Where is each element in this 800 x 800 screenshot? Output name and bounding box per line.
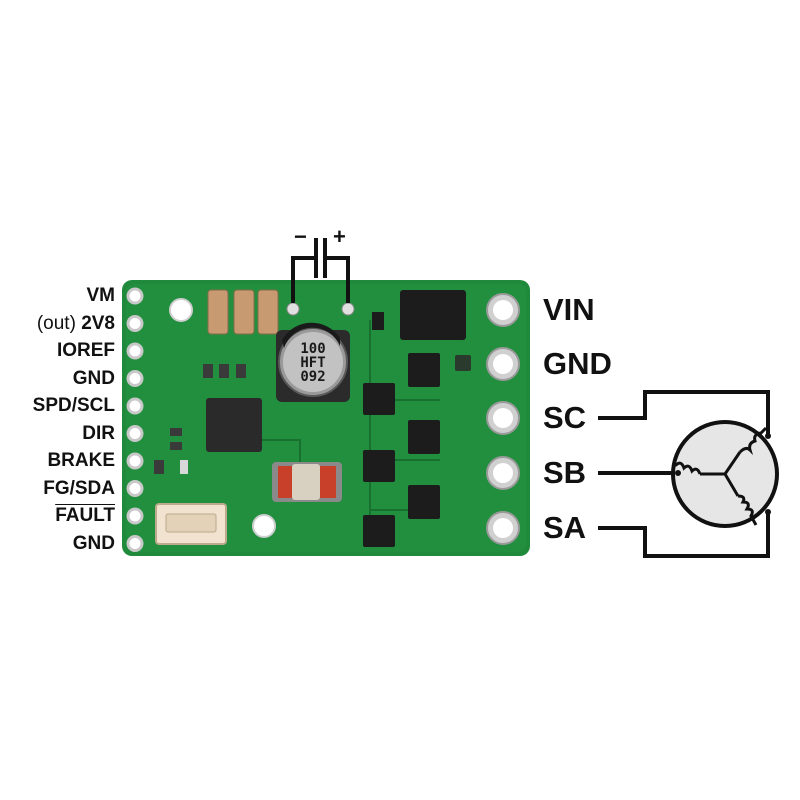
pin-label: GND	[73, 368, 115, 390]
pin-label: DIR	[82, 423, 115, 445]
pin-hole	[126, 397, 144, 415]
mounting-hole	[169, 298, 193, 322]
mosfet-ic	[363, 515, 395, 547]
plus-symbol: +	[333, 224, 346, 249]
jst-connector-slot	[165, 513, 217, 533]
pin-label-text: GND	[72, 532, 115, 554]
pin-label-text: SPD/SCL	[32, 395, 115, 416]
terminal-hole	[493, 354, 513, 374]
pin-hole	[126, 370, 144, 387]
pin-label-text: DIR	[82, 422, 115, 444]
pin-label: BRAKE	[47, 450, 115, 472]
regulator-ic	[400, 290, 466, 340]
pin-label-text: GND	[72, 367, 115, 389]
pin-hole	[126, 452, 144, 470]
motor-terminal-dots	[675, 433, 771, 515]
led-component	[455, 355, 471, 371]
pin-hole	[126, 287, 144, 305]
capacitor-polarity-band	[282, 322, 340, 348]
capacitor-top	[283, 332, 343, 392]
pin-label: VM	[87, 285, 116, 307]
minus-symbol: −	[294, 224, 307, 249]
terminal-label: GND	[543, 346, 612, 381]
pin-label-text: IOREF	[56, 340, 115, 361]
terminal-hole	[493, 463, 513, 483]
pin-label: (out) 2V8	[37, 313, 115, 335]
pin-label: SPD/SCL	[33, 395, 115, 417]
terminal-label: SC	[543, 400, 587, 435]
pin-hole	[126, 480, 144, 497]
ceramic-capacitor	[233, 289, 255, 335]
pin-hole	[126, 342, 144, 360]
inductor-winding	[278, 466, 292, 498]
capacitor-marking-line-2: HFT	[300, 355, 326, 371]
pin-hole	[126, 507, 144, 525]
mosfet-ic	[408, 485, 440, 519]
terminal-label: SB	[543, 455, 587, 490]
right-terminal-pads	[486, 293, 520, 545]
capacitor-marking-line-1: 100	[300, 341, 326, 357]
ceramic-capacitor	[257, 289, 279, 335]
capacitor-symbol	[291, 238, 350, 303]
pin-label: GND	[73, 533, 115, 555]
capacitor-pad-plus	[341, 302, 355, 316]
pin-hole	[126, 425, 144, 442]
pin-label-text: FG/SDA	[43, 477, 115, 499]
pin-hole	[126, 315, 144, 332]
terminal-label: VIN	[543, 292, 595, 327]
motor-wiring	[598, 390, 770, 558]
pin-label-text: BRAKE	[47, 450, 115, 471]
mosfet-ic	[408, 420, 440, 454]
pin-label: FAULT	[55, 505, 115, 527]
pin-hole	[126, 535, 144, 552]
terminal-hole	[493, 300, 513, 320]
ceramic-capacitor	[207, 289, 229, 335]
mounting-hole	[252, 514, 276, 538]
pin-label: FG/SDA	[43, 478, 115, 500]
terminal-hole	[493, 518, 513, 538]
pin-label-prefix: (out)	[36, 312, 82, 334]
smd-components	[154, 364, 246, 474]
small-component	[372, 312, 384, 330]
inductor-core	[292, 464, 320, 500]
inductor-winding	[320, 466, 336, 498]
microcontroller-chip	[206, 398, 262, 452]
mosfet-ic	[363, 383, 395, 415]
terminal-hole	[493, 408, 513, 428]
pin-label-text: 2V8	[81, 312, 115, 334]
terminal-label: SA	[543, 510, 587, 545]
pin-label-text: FAULT	[55, 505, 115, 526]
capacitor-pad-minus	[286, 302, 300, 316]
pin-label: IOREF	[57, 340, 115, 362]
pin-label-text: VM	[86, 285, 116, 306]
left-pin-column	[126, 287, 144, 552]
mosfet-ic	[363, 450, 395, 482]
mosfet-ic	[408, 353, 440, 387]
capacitor-marking-line-3: 092	[300, 369, 326, 385]
motor-windings	[672, 426, 768, 526]
